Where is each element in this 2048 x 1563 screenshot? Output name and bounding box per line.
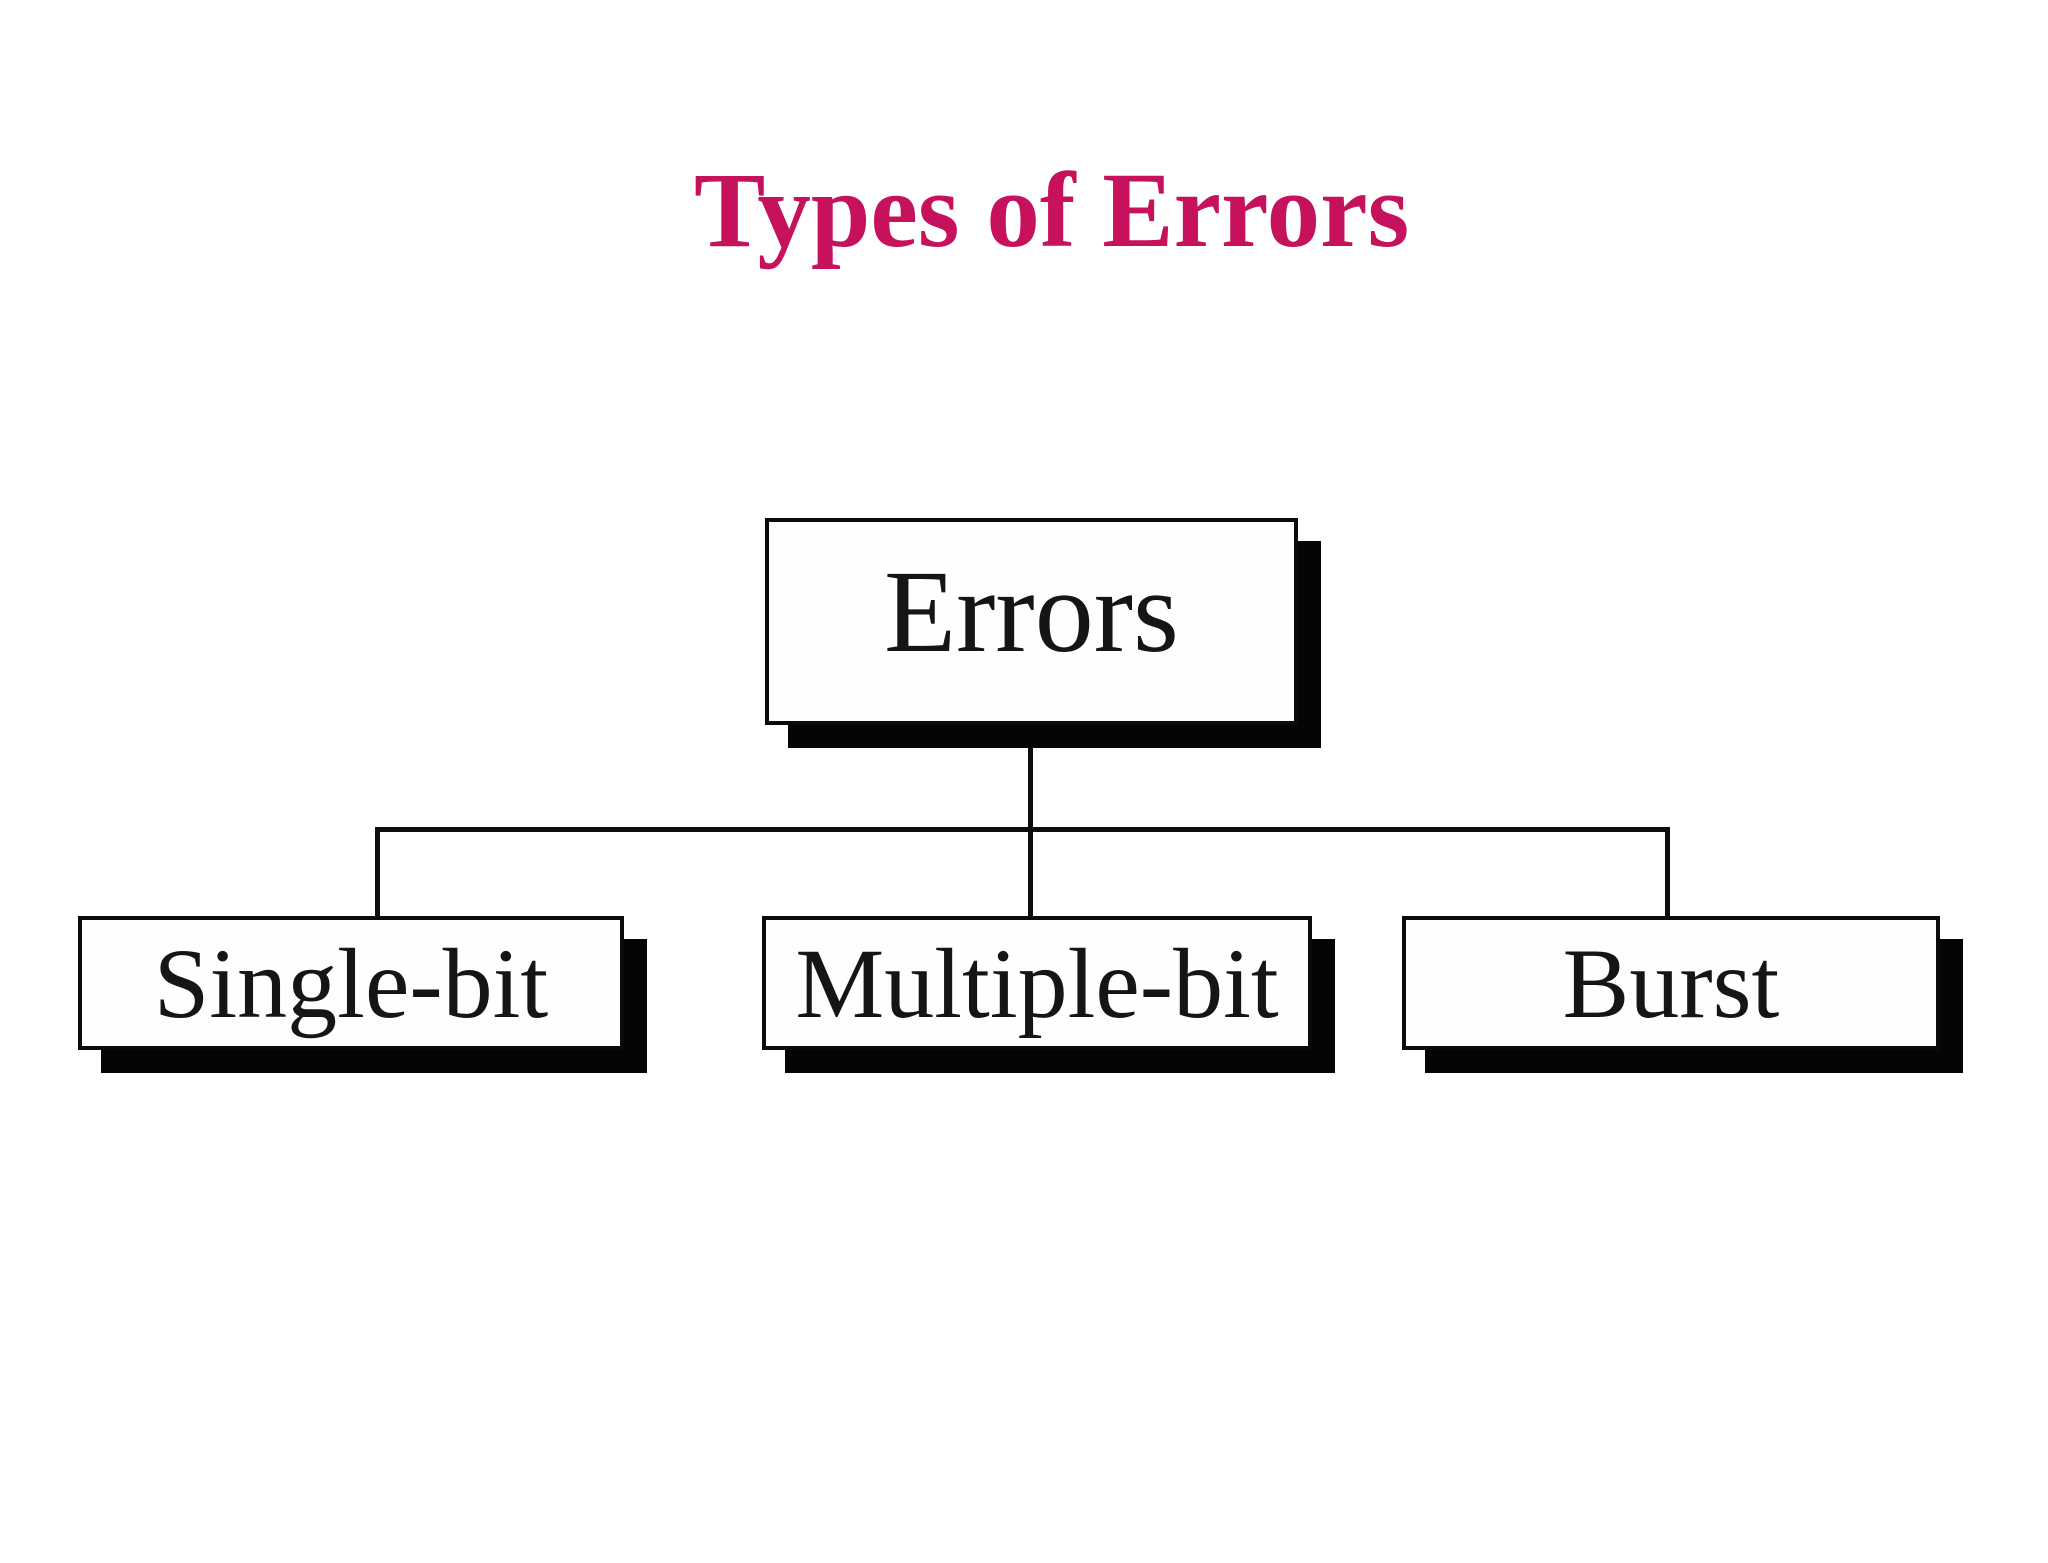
connector-stem-errors	[1028, 727, 1033, 916]
connector-drop-burst	[1665, 827, 1670, 918]
node-label-multiple-bit: Multiple-bit	[795, 927, 1279, 1039]
diagram-node-errors: Errors	[765, 518, 1298, 725]
connector-horizontal-rail	[375, 827, 1670, 832]
node-label-single-bit: Single-bit	[153, 927, 549, 1039]
node-label-errors: Errors	[884, 545, 1179, 677]
diagram-node-single-bit: Single-bit	[78, 916, 624, 1050]
node-label-burst: Burst	[1562, 927, 1780, 1039]
connector-drop-single-bit	[375, 827, 380, 918]
diagram-node-burst: Burst	[1402, 916, 1940, 1050]
slide-title: Types of Errors	[694, 152, 1410, 270]
diagram-node-multiple-bit: Multiple-bit	[762, 916, 1312, 1050]
